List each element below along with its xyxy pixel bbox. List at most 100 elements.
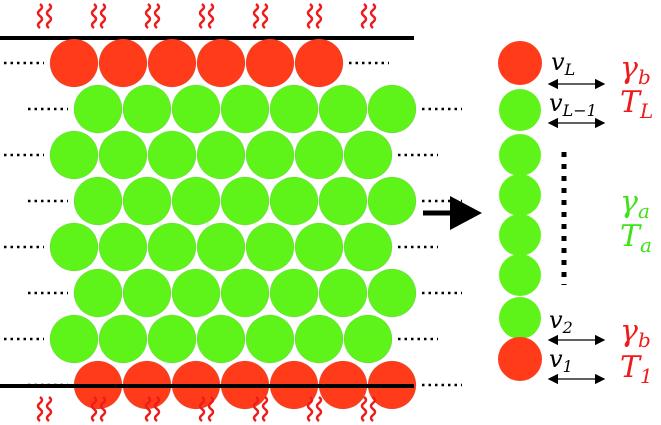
transform-arrow-icon bbox=[423, 196, 482, 230]
heat-wave-icon bbox=[306, 3, 314, 29]
green-particle bbox=[245, 222, 295, 272]
heat-wave-icon bbox=[153, 396, 161, 422]
green-particle bbox=[49, 222, 99, 272]
label-gamma-a: γa bbox=[620, 185, 650, 223]
velocity-arrows bbox=[547, 78, 606, 385]
label-v-2: v2 bbox=[549, 306, 573, 337]
label-gamma-b-bottom: γb bbox=[620, 314, 651, 352]
green-particle bbox=[73, 176, 123, 226]
green-particle bbox=[318, 176, 368, 226]
chain-green-particle bbox=[499, 214, 541, 256]
red-particle bbox=[245, 38, 295, 88]
heat-wave-icon bbox=[45, 396, 53, 422]
heat-wave-icon bbox=[36, 396, 44, 422]
heat-wave-icon bbox=[99, 3, 107, 29]
label-v-L: vL bbox=[551, 48, 575, 79]
green-particle bbox=[294, 314, 344, 364]
heat-wave-icon bbox=[144, 396, 152, 422]
red-particle bbox=[98, 38, 148, 88]
label-T-a: Ta bbox=[620, 219, 652, 257]
green-particle bbox=[294, 130, 344, 180]
red-particle bbox=[147, 38, 197, 88]
label-T-1: T1 bbox=[620, 350, 653, 388]
green-particle bbox=[147, 130, 197, 180]
label-v-L-minus-1: vL−1 bbox=[549, 89, 597, 120]
chain-red-particle bbox=[498, 41, 542, 85]
green-particle bbox=[147, 222, 197, 272]
heat-wave-icon bbox=[306, 396, 314, 422]
red-particle bbox=[196, 38, 246, 88]
heat-wavy-lines-bottom bbox=[36, 396, 377, 422]
red-particle bbox=[49, 38, 99, 88]
chain-red-particle bbox=[498, 337, 542, 381]
green-particle bbox=[367, 84, 417, 134]
green-particle bbox=[318, 268, 368, 318]
green-particle bbox=[269, 268, 319, 318]
green-particle bbox=[73, 84, 123, 134]
green-particle bbox=[49, 314, 99, 364]
chain-green-particle bbox=[499, 134, 541, 176]
green-particle bbox=[73, 268, 123, 318]
particle-lattice bbox=[49, 38, 417, 410]
heat-wave-icon bbox=[369, 396, 377, 422]
red-particle bbox=[294, 38, 344, 88]
green-particle bbox=[343, 314, 393, 364]
heat-wave-icon bbox=[90, 3, 98, 29]
heat-wave-icon bbox=[360, 396, 368, 422]
chain-green-particle bbox=[499, 174, 541, 216]
green-particle bbox=[122, 176, 172, 226]
label-T-L: TL bbox=[620, 85, 653, 123]
heat-wave-icon bbox=[45, 3, 53, 29]
green-particle bbox=[171, 176, 221, 226]
heat-wave-icon bbox=[315, 3, 323, 29]
heat-wave-icon bbox=[207, 396, 215, 422]
heat-wave-icon bbox=[198, 3, 206, 29]
green-particle bbox=[147, 314, 197, 364]
chain-green-particle bbox=[499, 254, 541, 296]
green-particle bbox=[318, 84, 368, 134]
green-particle bbox=[367, 268, 417, 318]
heat-wave-icon bbox=[252, 396, 260, 422]
label-gamma-b-top: γb bbox=[620, 51, 651, 89]
chain-green-particle bbox=[499, 89, 541, 131]
heat-wave-icon bbox=[198, 396, 206, 422]
heat-wavy-lines-top bbox=[36, 3, 377, 29]
green-particle bbox=[269, 84, 319, 134]
green-particle bbox=[98, 314, 148, 364]
heat-wave-icon bbox=[261, 3, 269, 29]
green-particle bbox=[343, 130, 393, 180]
green-particle bbox=[196, 222, 246, 272]
green-particle bbox=[196, 130, 246, 180]
lattice-continuation-dots bbox=[4, 61, 462, 387]
heat-wave-icon bbox=[144, 3, 152, 29]
heat-wave-icon bbox=[99, 396, 107, 422]
particle-chain bbox=[498, 41, 542, 381]
green-particle bbox=[196, 314, 246, 364]
green-particle bbox=[245, 314, 295, 364]
green-particle bbox=[294, 222, 344, 272]
lattice-panel bbox=[0, 3, 462, 422]
heat-wave-icon bbox=[90, 396, 98, 422]
green-particle bbox=[171, 268, 221, 318]
heat-wave-icon bbox=[252, 3, 260, 29]
green-particle bbox=[245, 130, 295, 180]
green-particle bbox=[220, 176, 270, 226]
heat-wave-icon bbox=[369, 3, 377, 29]
green-particle bbox=[367, 176, 417, 226]
heat-wave-icon bbox=[36, 3, 44, 29]
green-particle bbox=[220, 84, 270, 134]
heat-wave-icon bbox=[207, 3, 215, 29]
green-particle bbox=[269, 176, 319, 226]
green-particle bbox=[343, 222, 393, 272]
heat-wave-icon bbox=[315, 396, 323, 422]
heat-wave-icon bbox=[261, 396, 269, 422]
green-particle bbox=[98, 222, 148, 272]
green-particle bbox=[122, 84, 172, 134]
green-particle bbox=[98, 130, 148, 180]
green-particle bbox=[122, 268, 172, 318]
green-particle bbox=[220, 268, 270, 318]
heat-wave-icon bbox=[360, 3, 368, 29]
chain-green-particle bbox=[499, 297, 541, 339]
green-particle bbox=[49, 130, 99, 180]
